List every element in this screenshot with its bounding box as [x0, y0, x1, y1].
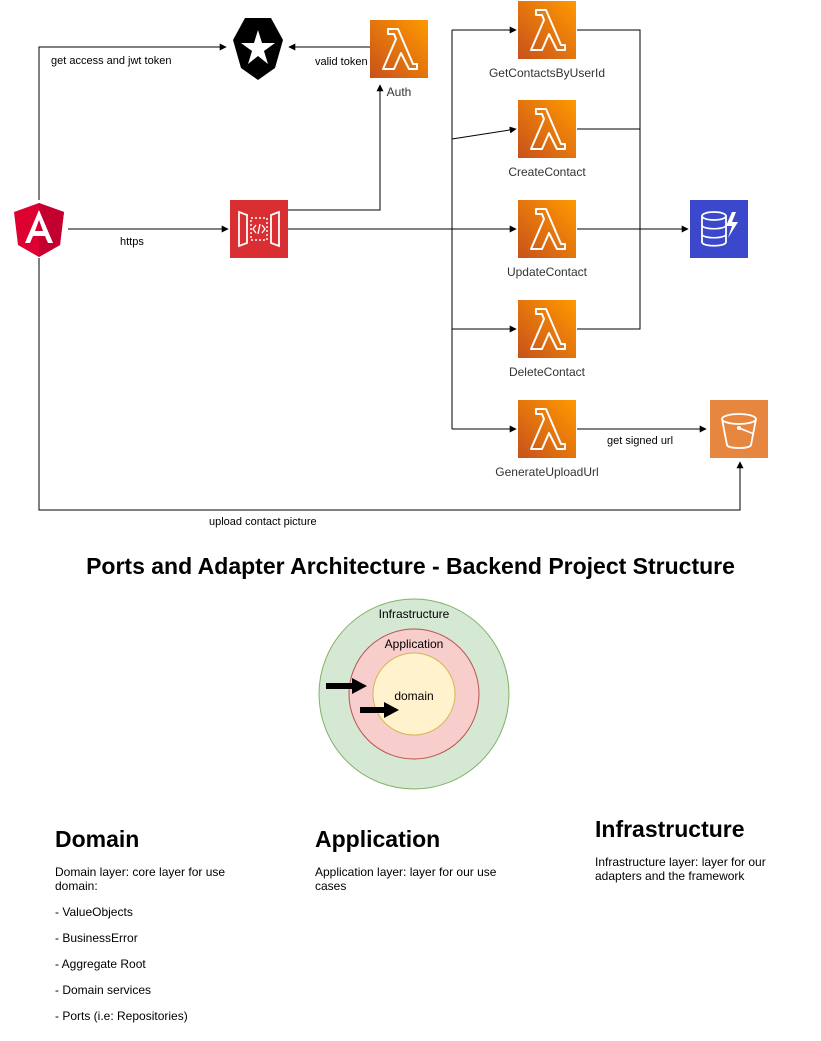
edge-get-access	[38, 43, 227, 200]
edge-gateway-auth	[288, 84, 384, 211]
architecture-rings: Infrastructure Application domain	[318, 598, 510, 790]
domain-item: - Domain services	[55, 983, 152, 997]
infrastructure-description: Infrastructure layer: layer for our adap…	[595, 855, 766, 883]
lambda-get-contacts: GetContactsByUserId	[489, 0, 605, 80]
lambda-generate-upload: GenerateUploadUrl	[495, 399, 599, 479]
dynamodb-icon	[690, 200, 748, 258]
domain-ring	[372, 652, 456, 736]
lambda-delete-contact: DeleteContact	[509, 299, 586, 379]
label-https: https	[120, 236, 144, 248]
edge-lambdas-dynamodb	[577, 29, 641, 330]
domain-item: - Aggregate Root	[55, 957, 146, 971]
update-contact-label: UpdateContact	[507, 265, 588, 279]
port-arrow-icon	[360, 702, 399, 718]
domain-ring-label: domain	[394, 689, 433, 703]
generate-upload-label: GenerateUploadUrl	[495, 465, 598, 479]
label-get-signed-url: get signed url	[607, 435, 673, 447]
label-valid-token: valid token	[315, 56, 368, 68]
domain-item: - Ports (i.e: Repositories)	[55, 1009, 188, 1023]
angular-icon	[14, 203, 64, 257]
create-contact-label: CreateContact	[508, 165, 586, 179]
domain-heading: Domain	[55, 826, 140, 852]
lambda-update-contact: UpdateContact	[507, 199, 588, 279]
label-get-access: get access and jwt token	[51, 55, 171, 67]
edge-upload-picture	[38, 258, 744, 511]
lambda-icon	[517, 399, 577, 459]
domain-description: Domain layer: core layer for use domain:	[55, 865, 226, 893]
auth0-star-icon	[233, 18, 283, 80]
connectors	[38, 26, 744, 511]
domain-section: Domain Domain layer: core layer for use …	[55, 826, 265, 1035]
auth-label: Auth	[387, 85, 412, 99]
domain-item: - ValueObjects	[55, 905, 133, 919]
architecture-diagram: get access and jwt token valid token htt…	[14, 0, 768, 790]
adapter-arrow-icon	[326, 678, 367, 694]
s3-bucket-icon	[710, 400, 768, 458]
api-gateway-icon	[230, 200, 288, 258]
application-section: Application Application layer: layer for…	[315, 826, 525, 905]
infrastructure-ring-label: Infrastructure	[379, 607, 450, 621]
page-title: Ports and Adapter Architecture - Backend…	[86, 553, 735, 579]
edge-to-create-contact	[451, 126, 517, 140]
lambda-icon	[517, 0, 577, 60]
label-upload-picture: upload contact picture	[209, 516, 317, 528]
lambda-create-contact: CreateContact	[508, 99, 586, 179]
application-heading: Application	[315, 826, 441, 852]
lambda-icon	[517, 99, 577, 159]
infrastructure-section: Infrastructure Infrastructure layer: lay…	[595, 816, 805, 895]
lambda-icon	[369, 19, 429, 79]
lambda-icon	[517, 199, 577, 259]
delete-contact-label: DeleteContact	[509, 365, 586, 379]
get-contacts-label: GetContactsByUserId	[489, 66, 605, 80]
application-ring-label: Application	[385, 637, 444, 651]
lambda-auth: Auth	[369, 19, 429, 99]
infrastructure-heading: Infrastructure	[595, 816, 745, 842]
domain-item: - BusinessError	[55, 931, 138, 945]
application-description: Application layer: layer for our use cas…	[315, 865, 497, 893]
lambda-icon	[517, 299, 577, 359]
